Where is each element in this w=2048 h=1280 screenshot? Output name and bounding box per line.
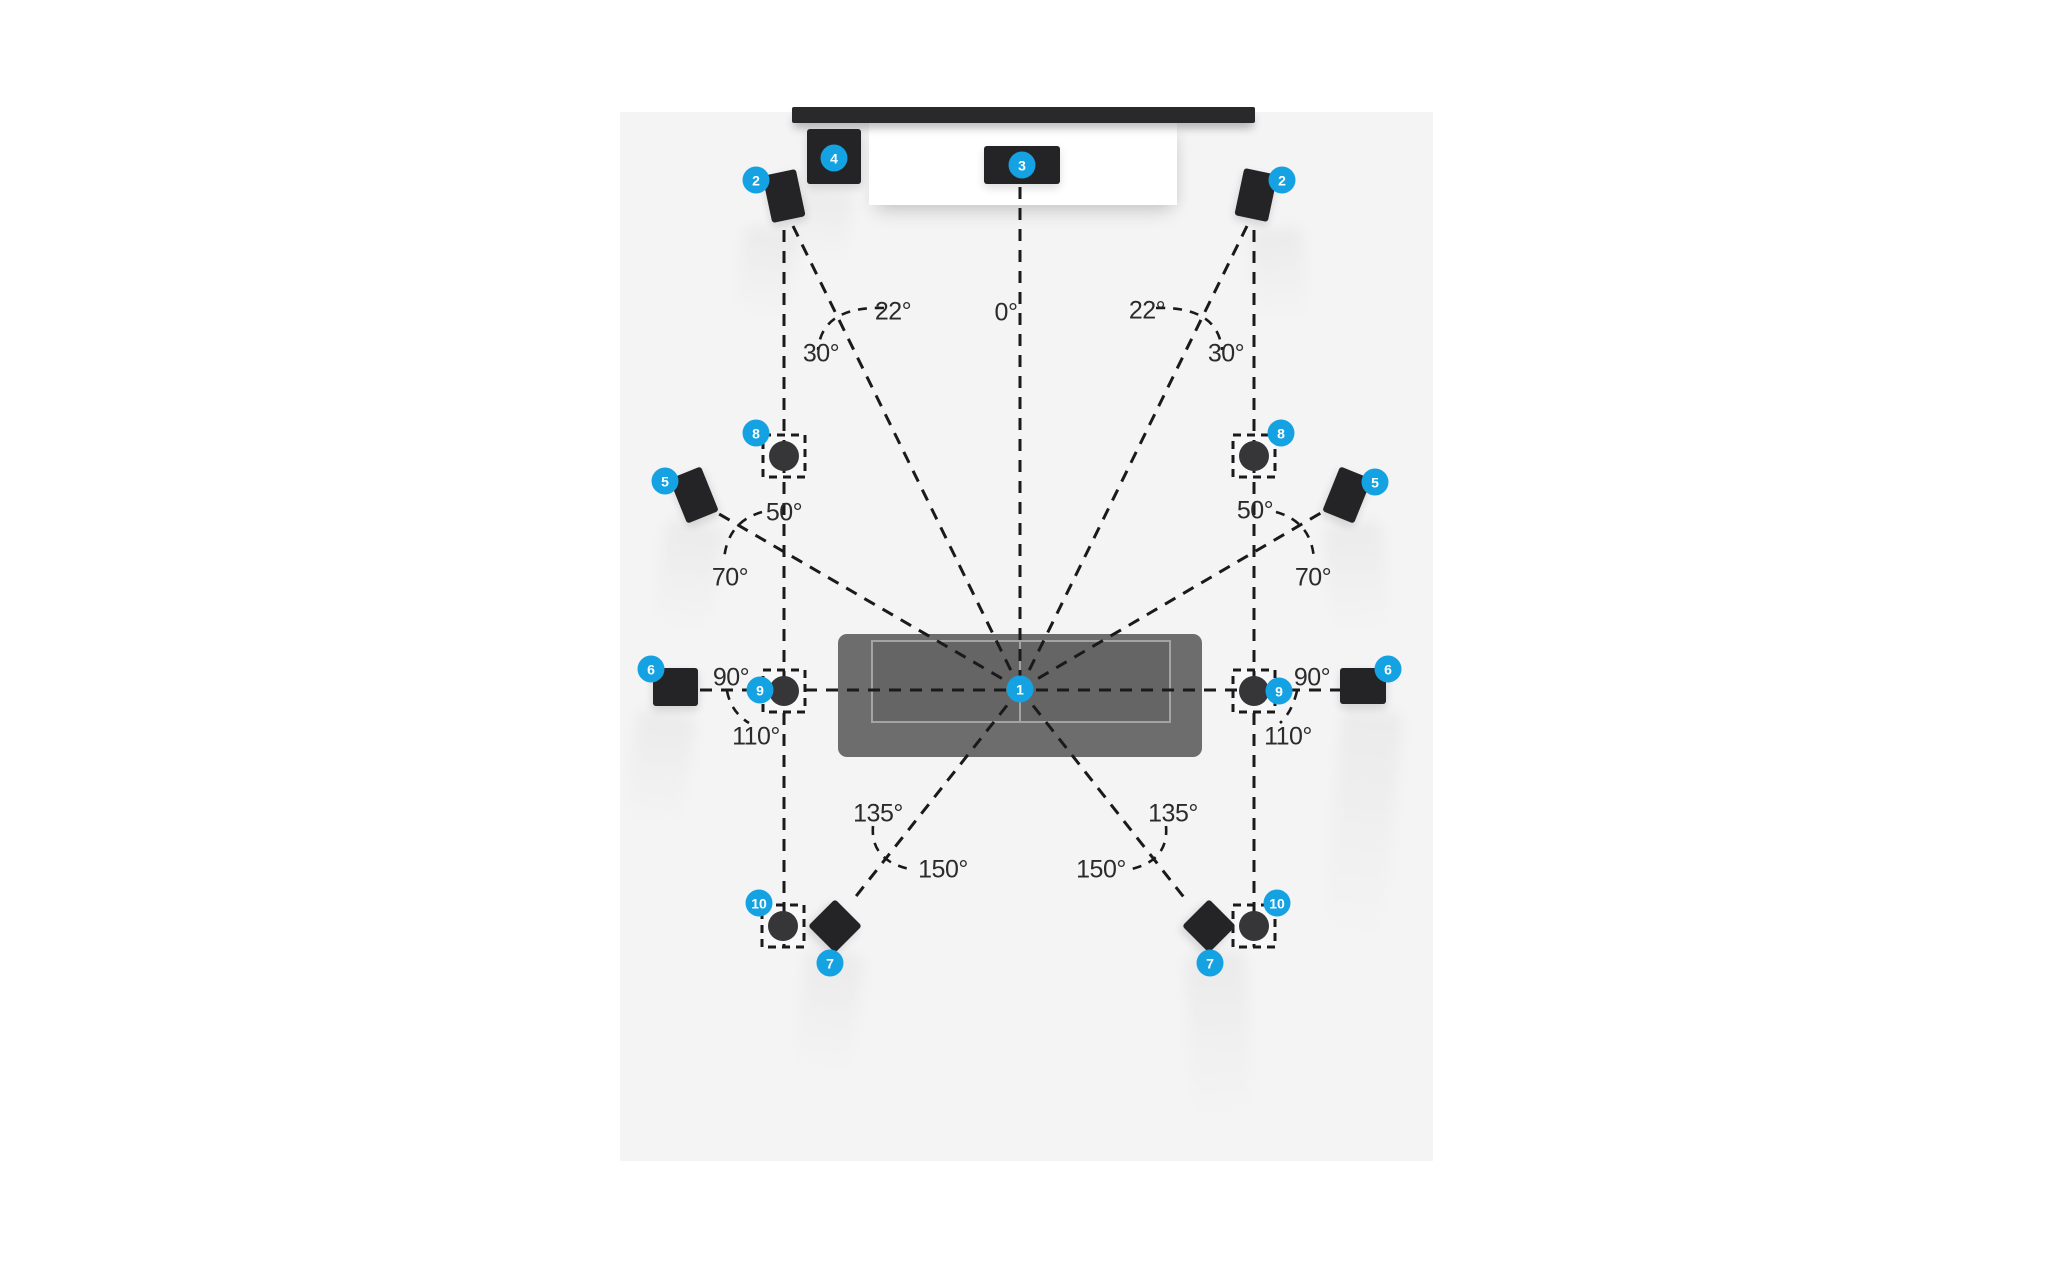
couch-seat xyxy=(871,640,1171,723)
angle-label-110-right: 110° xyxy=(1264,722,1312,751)
arc-135-150-left xyxy=(871,825,915,872)
badge-top-rear-right: 10 xyxy=(1263,889,1291,917)
angle-label-22-left: 22° xyxy=(874,297,912,326)
badge-top-front-left: 8 xyxy=(742,419,770,447)
badge-surround-right: 6 xyxy=(1374,655,1402,683)
badge-surround-left: 6 xyxy=(637,655,665,683)
top-front-right-speaker xyxy=(1239,441,1269,471)
sightline-front-right xyxy=(1018,225,1249,690)
arc-50-70-left xyxy=(722,510,763,561)
badge-front-wide-right: 5 xyxy=(1361,468,1389,496)
angle-label-30-right: 30° xyxy=(1207,339,1245,368)
badge-rear-left: 7 xyxy=(816,949,844,977)
arc-90-110-right xyxy=(1279,690,1299,724)
badge-front-wide-left: 5 xyxy=(651,467,679,495)
angle-label-90-left: 90° xyxy=(712,663,750,692)
angle-label-30-left: 30° xyxy=(802,339,840,368)
angle-label-50-left: 50° xyxy=(765,498,803,527)
badge-top-front-right: 8 xyxy=(1267,419,1295,447)
badge-center: 3 xyxy=(1008,151,1036,179)
badge-rear-right: 7 xyxy=(1196,949,1224,977)
top-middle-left-speaker xyxy=(769,676,799,706)
angle-label-50-right: 50° xyxy=(1236,496,1274,525)
badge-front-right: 2 xyxy=(1268,166,1296,194)
arc-135-150-right xyxy=(1126,825,1168,872)
sightline-wide-right xyxy=(1019,505,1332,691)
badge-listening-position: 1 xyxy=(1006,675,1034,703)
badge-top-middle-left: 9 xyxy=(746,676,774,704)
angle-label-135-right: 135° xyxy=(1148,799,1198,828)
top-rear-right-speaker xyxy=(1239,911,1269,941)
top-front-left-speaker xyxy=(769,441,799,471)
angle-label-70-right: 70° xyxy=(1294,563,1332,592)
badge-front-left: 2 xyxy=(742,166,770,194)
arc-90-110-left xyxy=(725,690,750,725)
sightline-rear-right xyxy=(1018,688,1188,901)
angle-label-135-left: 135° xyxy=(853,799,903,828)
angle-label-22-right: 22° xyxy=(1128,296,1166,325)
arc-50-70-right xyxy=(1275,510,1316,561)
top-rear-left-speaker xyxy=(768,911,798,941)
top-middle-right-speaker xyxy=(1239,676,1269,706)
angle-label-90-right: 90° xyxy=(1293,663,1331,692)
angle-label-0: 0° xyxy=(994,298,1018,327)
badge-subwoofer: 4 xyxy=(820,144,848,172)
tv-screen xyxy=(792,107,1255,123)
surround-left-speaker: .spk:nth-of-type(7)::before{transform:tr… xyxy=(653,668,698,706)
angle-label-150-right: 150° xyxy=(1076,855,1126,884)
angle-label-150-left: 150° xyxy=(918,855,968,884)
sightline-wide-left xyxy=(706,505,1021,691)
badge-top-rear-left: 10 xyxy=(745,889,773,917)
badge-top-middle-right: 9 xyxy=(1265,677,1293,705)
sightline-rear-left xyxy=(851,688,1022,901)
angle-label-70-left: 70° xyxy=(711,563,749,592)
angle-label-110-left: 110° xyxy=(732,722,780,751)
sightline-front-left xyxy=(791,225,1022,690)
